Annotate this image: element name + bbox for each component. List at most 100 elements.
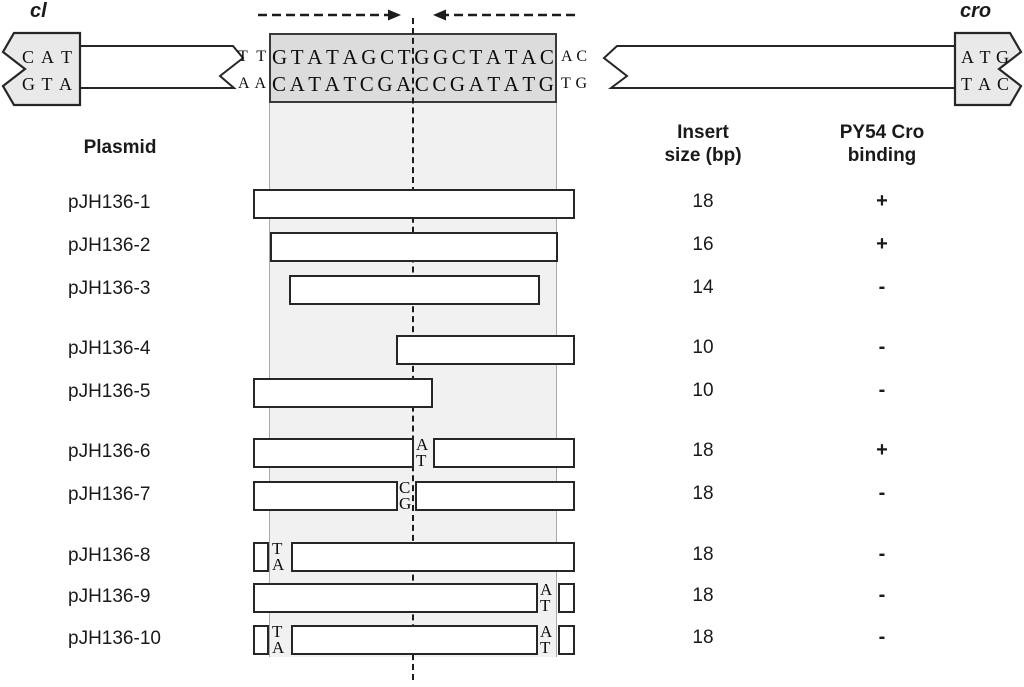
substitution-base: T	[272, 621, 283, 641]
insert-bar	[415, 481, 575, 511]
arrowhead-left-icon	[433, 9, 446, 21]
binding-value: -	[878, 543, 886, 565]
seq-letter: T	[397, 44, 411, 69]
binding-column-header: PY54 Cro binding	[800, 121, 964, 167]
substitution-base: T	[540, 637, 551, 657]
binding-value: -	[878, 584, 886, 606]
seq-letter: G	[575, 75, 587, 92]
seq-letter: A	[977, 73, 991, 94]
gene-map-schematic	[1, 9, 1023, 107]
seq-letter: T	[60, 46, 72, 67]
seq-letter: A	[503, 71, 519, 96]
plasmid-label: pJH136-5	[68, 381, 151, 402]
flank-box	[253, 542, 269, 572]
insert-bar	[291, 542, 575, 572]
seq-letter: A	[468, 71, 484, 96]
seq-letter: G	[414, 44, 430, 69]
insert-size-value: 18	[692, 627, 714, 648]
substitution-base: T	[416, 450, 427, 470]
cro-gene-arrow	[953, 31, 1023, 107]
seq-letter: A	[961, 46, 974, 67]
seq-letter: C	[432, 71, 447, 96]
substitution-base: A	[540, 579, 553, 599]
seq-letter: G	[538, 71, 554, 96]
seq-letter: A	[485, 44, 502, 69]
seq-letter: G	[361, 44, 377, 69]
cro-gene-label: cro	[960, 0, 992, 22]
seq-letter: C	[414, 71, 429, 96]
plasmid-label: pJH136-2	[68, 235, 151, 256]
plasmid-label: pJH136-9	[68, 586, 151, 607]
insert-bar	[253, 583, 538, 613]
seq-letter: T	[308, 71, 322, 96]
plasmid-label: pJH136-3	[68, 278, 151, 299]
left-dna-band	[79, 45, 245, 89]
flank-box	[253, 625, 269, 655]
insert-size-column-header: Insert size (bp)	[630, 121, 776, 167]
seq-letter: A	[521, 44, 537, 69]
binding-header-line2: binding	[847, 145, 917, 166]
seq-letter: C	[272, 71, 287, 96]
seq-letter: T	[504, 44, 518, 69]
seq-letter: A	[41, 46, 54, 67]
binding-value: +	[876, 233, 888, 255]
seq-letter: C	[380, 44, 395, 69]
substitution-base: A	[272, 554, 285, 574]
plasmid-label: pJH136-7	[68, 484, 151, 505]
seq-letter: T	[238, 48, 248, 65]
plasmid-column-header: Plasmid	[83, 137, 157, 158]
flank-box	[558, 583, 575, 613]
seq-letter: G	[272, 44, 288, 69]
arrowhead-right-icon	[388, 9, 401, 21]
insert-size-value: 18	[692, 483, 714, 504]
seq-letter: C	[451, 44, 466, 69]
seq-letter: T	[290, 44, 304, 69]
seq-letter: T	[522, 71, 536, 96]
seq-letter: T	[487, 71, 501, 96]
binding-header-line1: PY54 Cro	[839, 122, 925, 143]
seq-letter: T	[343, 71, 357, 96]
cl-gene-arrow	[1, 31, 82, 107]
seq-letter: A	[289, 71, 305, 96]
seq-letter: T	[256, 48, 266, 65]
insert-bar	[291, 625, 538, 655]
seq-letter: A	[307, 44, 323, 69]
insert-size-value: 10	[692, 380, 714, 401]
seq-letter: C	[359, 71, 374, 96]
plasmid-label: pJH136-10	[68, 628, 161, 649]
binding-value: -	[878, 482, 886, 504]
seq-letter: C	[539, 44, 554, 69]
seq-letter: A	[238, 75, 250, 92]
insert-bar	[253, 481, 398, 511]
cl-gene-label: cl	[30, 0, 47, 22]
seq-letter: A	[396, 71, 412, 96]
insert-size-value: 18	[692, 191, 714, 212]
plasmid-label: pJH136-6	[68, 441, 151, 462]
insert-bar	[253, 378, 433, 408]
insert-bar	[253, 189, 575, 219]
insert-size-value: 16	[692, 234, 714, 255]
seq-letter: G	[432, 44, 449, 69]
plasmid-label: pJH136-4	[68, 338, 151, 359]
insert-bar	[253, 438, 414, 468]
seq-letter: T	[961, 73, 972, 94]
seq-letter: A	[561, 48, 573, 65]
binding-value: -	[878, 336, 886, 358]
substitution-base: A	[416, 434, 429, 454]
insert-bar	[433, 438, 575, 468]
insert-size-value: 14	[692, 277, 714, 298]
substitution-base: A	[272, 637, 285, 657]
